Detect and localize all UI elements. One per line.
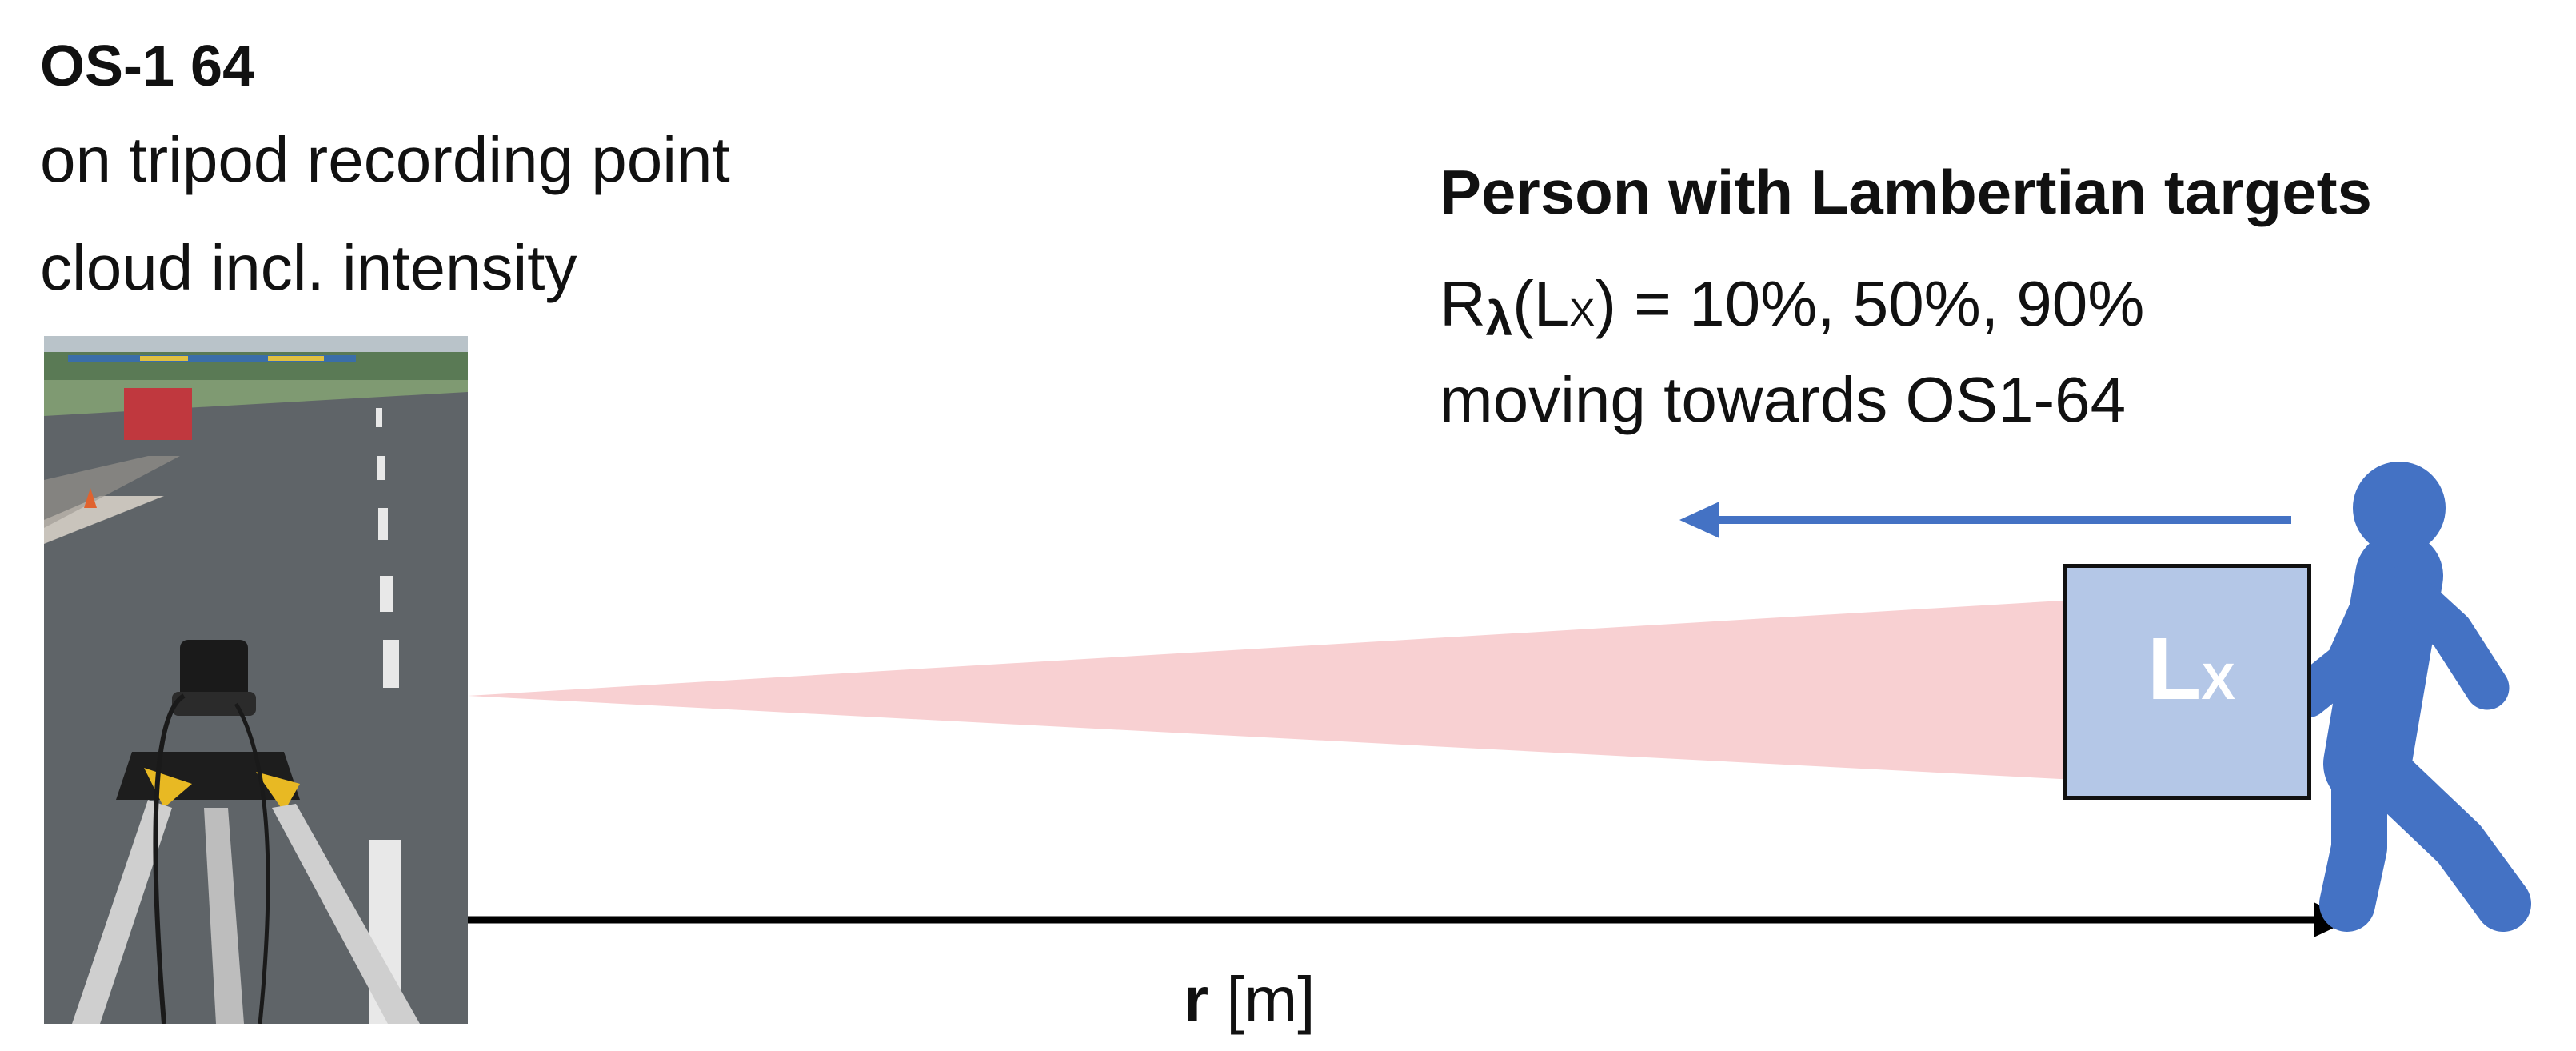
reflectance-arg-close: ): [1595, 268, 1616, 339]
range-axis-arrow: [468, 902, 2351, 937]
sensor-description-line-1: on tripod recording point: [40, 124, 730, 195]
reflectance-formula: Rλ(LX) = 10%, 50%, 90%: [1440, 264, 2144, 354]
target-box-label-sub: X: [2201, 653, 2235, 710]
reflectance-symbol: R: [1440, 268, 1486, 339]
sensor-title: OS-1 64: [40, 34, 255, 98]
reflectance-arg-open: (L: [1512, 268, 1570, 339]
reflectance-arg-sub: X: [1569, 292, 1596, 334]
tripod-lidar-photo: [44, 336, 468, 1024]
range-axis-symbol: r: [1184, 964, 1209, 1035]
sensor-description-line-2: cloud incl. intensity: [40, 232, 577, 303]
target-box-label-main: L: [2147, 620, 2202, 718]
reflectance-lambda: λ: [1485, 292, 1513, 346]
target-box-label: LX: [2147, 617, 2235, 733]
range-axis-unit: [m]: [1208, 964, 1316, 1035]
motion-arrow: [1679, 502, 2291, 538]
motion-description: moving towards OS1-64: [1440, 364, 2127, 435]
range-axis-label: r [m]: [1184, 960, 1315, 1040]
laser-beam: [468, 600, 2075, 780]
reflectance-values: = 10%, 50%, 90%: [1615, 268, 2145, 339]
target-title: Person with Lambertian targets: [1440, 157, 2372, 227]
walking-person-icon: [2285, 462, 2531, 932]
lambertian-target-box: LX: [2063, 564, 2311, 800]
